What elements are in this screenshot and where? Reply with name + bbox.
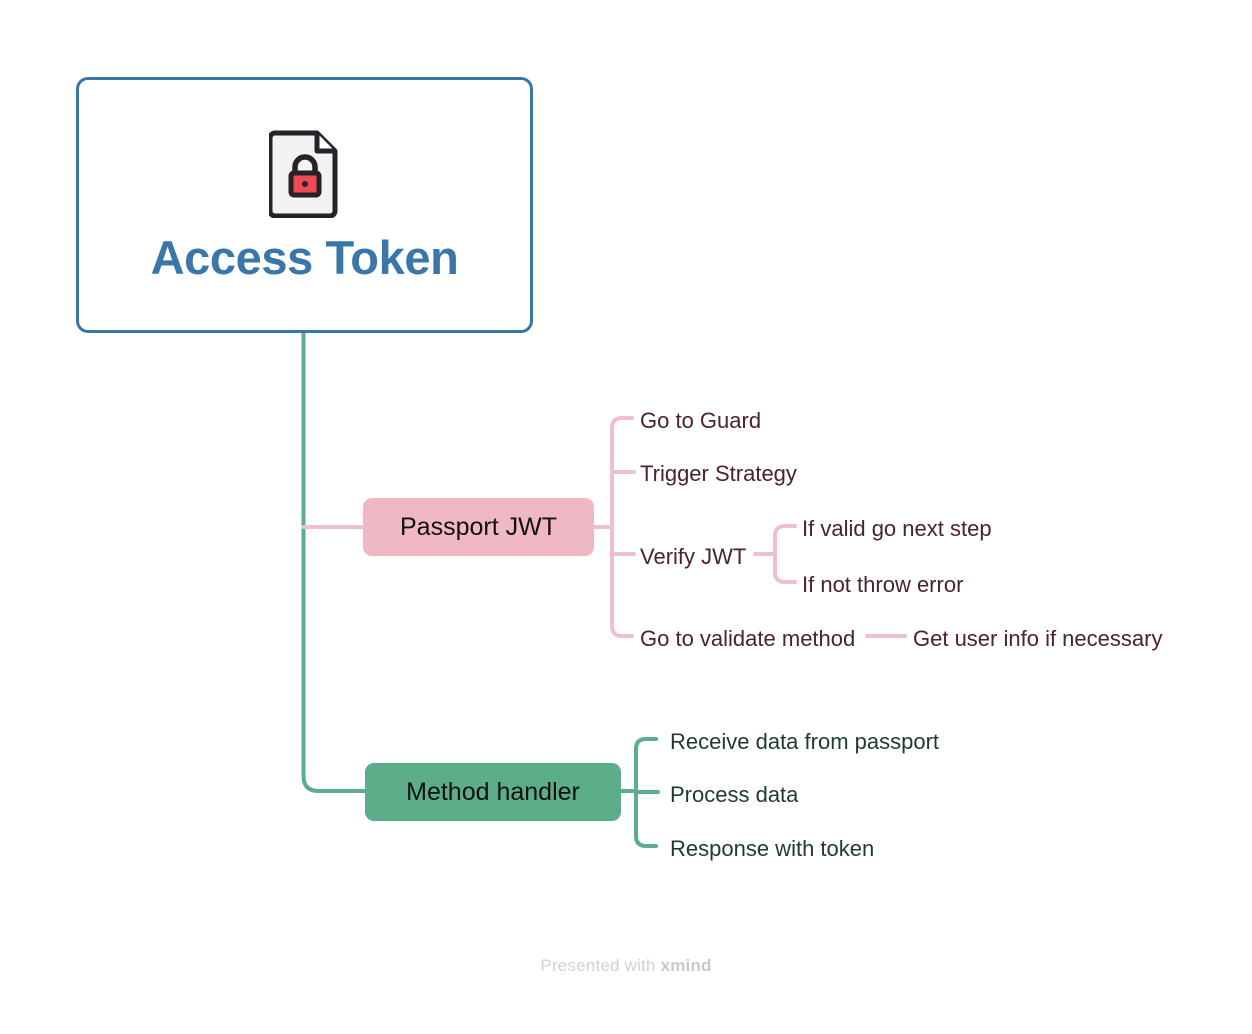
leaf-go-to-guard[interactable]: Go to Guard xyxy=(640,408,762,433)
xmind-brand: xmind xyxy=(660,956,712,975)
leaf-response-with-token[interactable]: Response with token xyxy=(670,836,875,861)
verify-spine xyxy=(773,524,797,584)
leaf-if-not-throw-error[interactable]: If not throw error xyxy=(802,572,964,597)
leaf-verify-jwt[interactable]: Verify JWT xyxy=(640,544,747,569)
passport-spine xyxy=(610,416,634,638)
leaf-if-valid-go-next-step[interactable]: If valid go next step xyxy=(802,516,992,541)
branch-node-passport-jwt[interactable]: Passport JWT xyxy=(363,498,594,556)
leaf-trigger-strategy[interactable]: Trigger Strategy xyxy=(640,461,797,486)
method-spine xyxy=(634,737,658,848)
leaf-get-user-info-if-necessary[interactable]: Get user info if necessary xyxy=(913,626,1163,651)
footer-watermark: Presented with xmind xyxy=(0,956,1252,976)
trunk-line-green xyxy=(301,331,367,793)
footer-prefix: Presented with xyxy=(540,956,661,975)
branch-node-method-handler[interactable]: Method handler xyxy=(365,763,621,821)
leaf-go-to-validate-method[interactable]: Go to validate method xyxy=(640,626,856,651)
leaf-receive-data-from-passport[interactable]: Receive data from passport xyxy=(670,729,940,754)
root-node[interactable]: Access Token xyxy=(76,77,533,333)
leaf-process-data[interactable]: Process data xyxy=(670,782,799,807)
document-lock-icon xyxy=(267,126,341,219)
page-title: Access Token xyxy=(150,231,459,285)
